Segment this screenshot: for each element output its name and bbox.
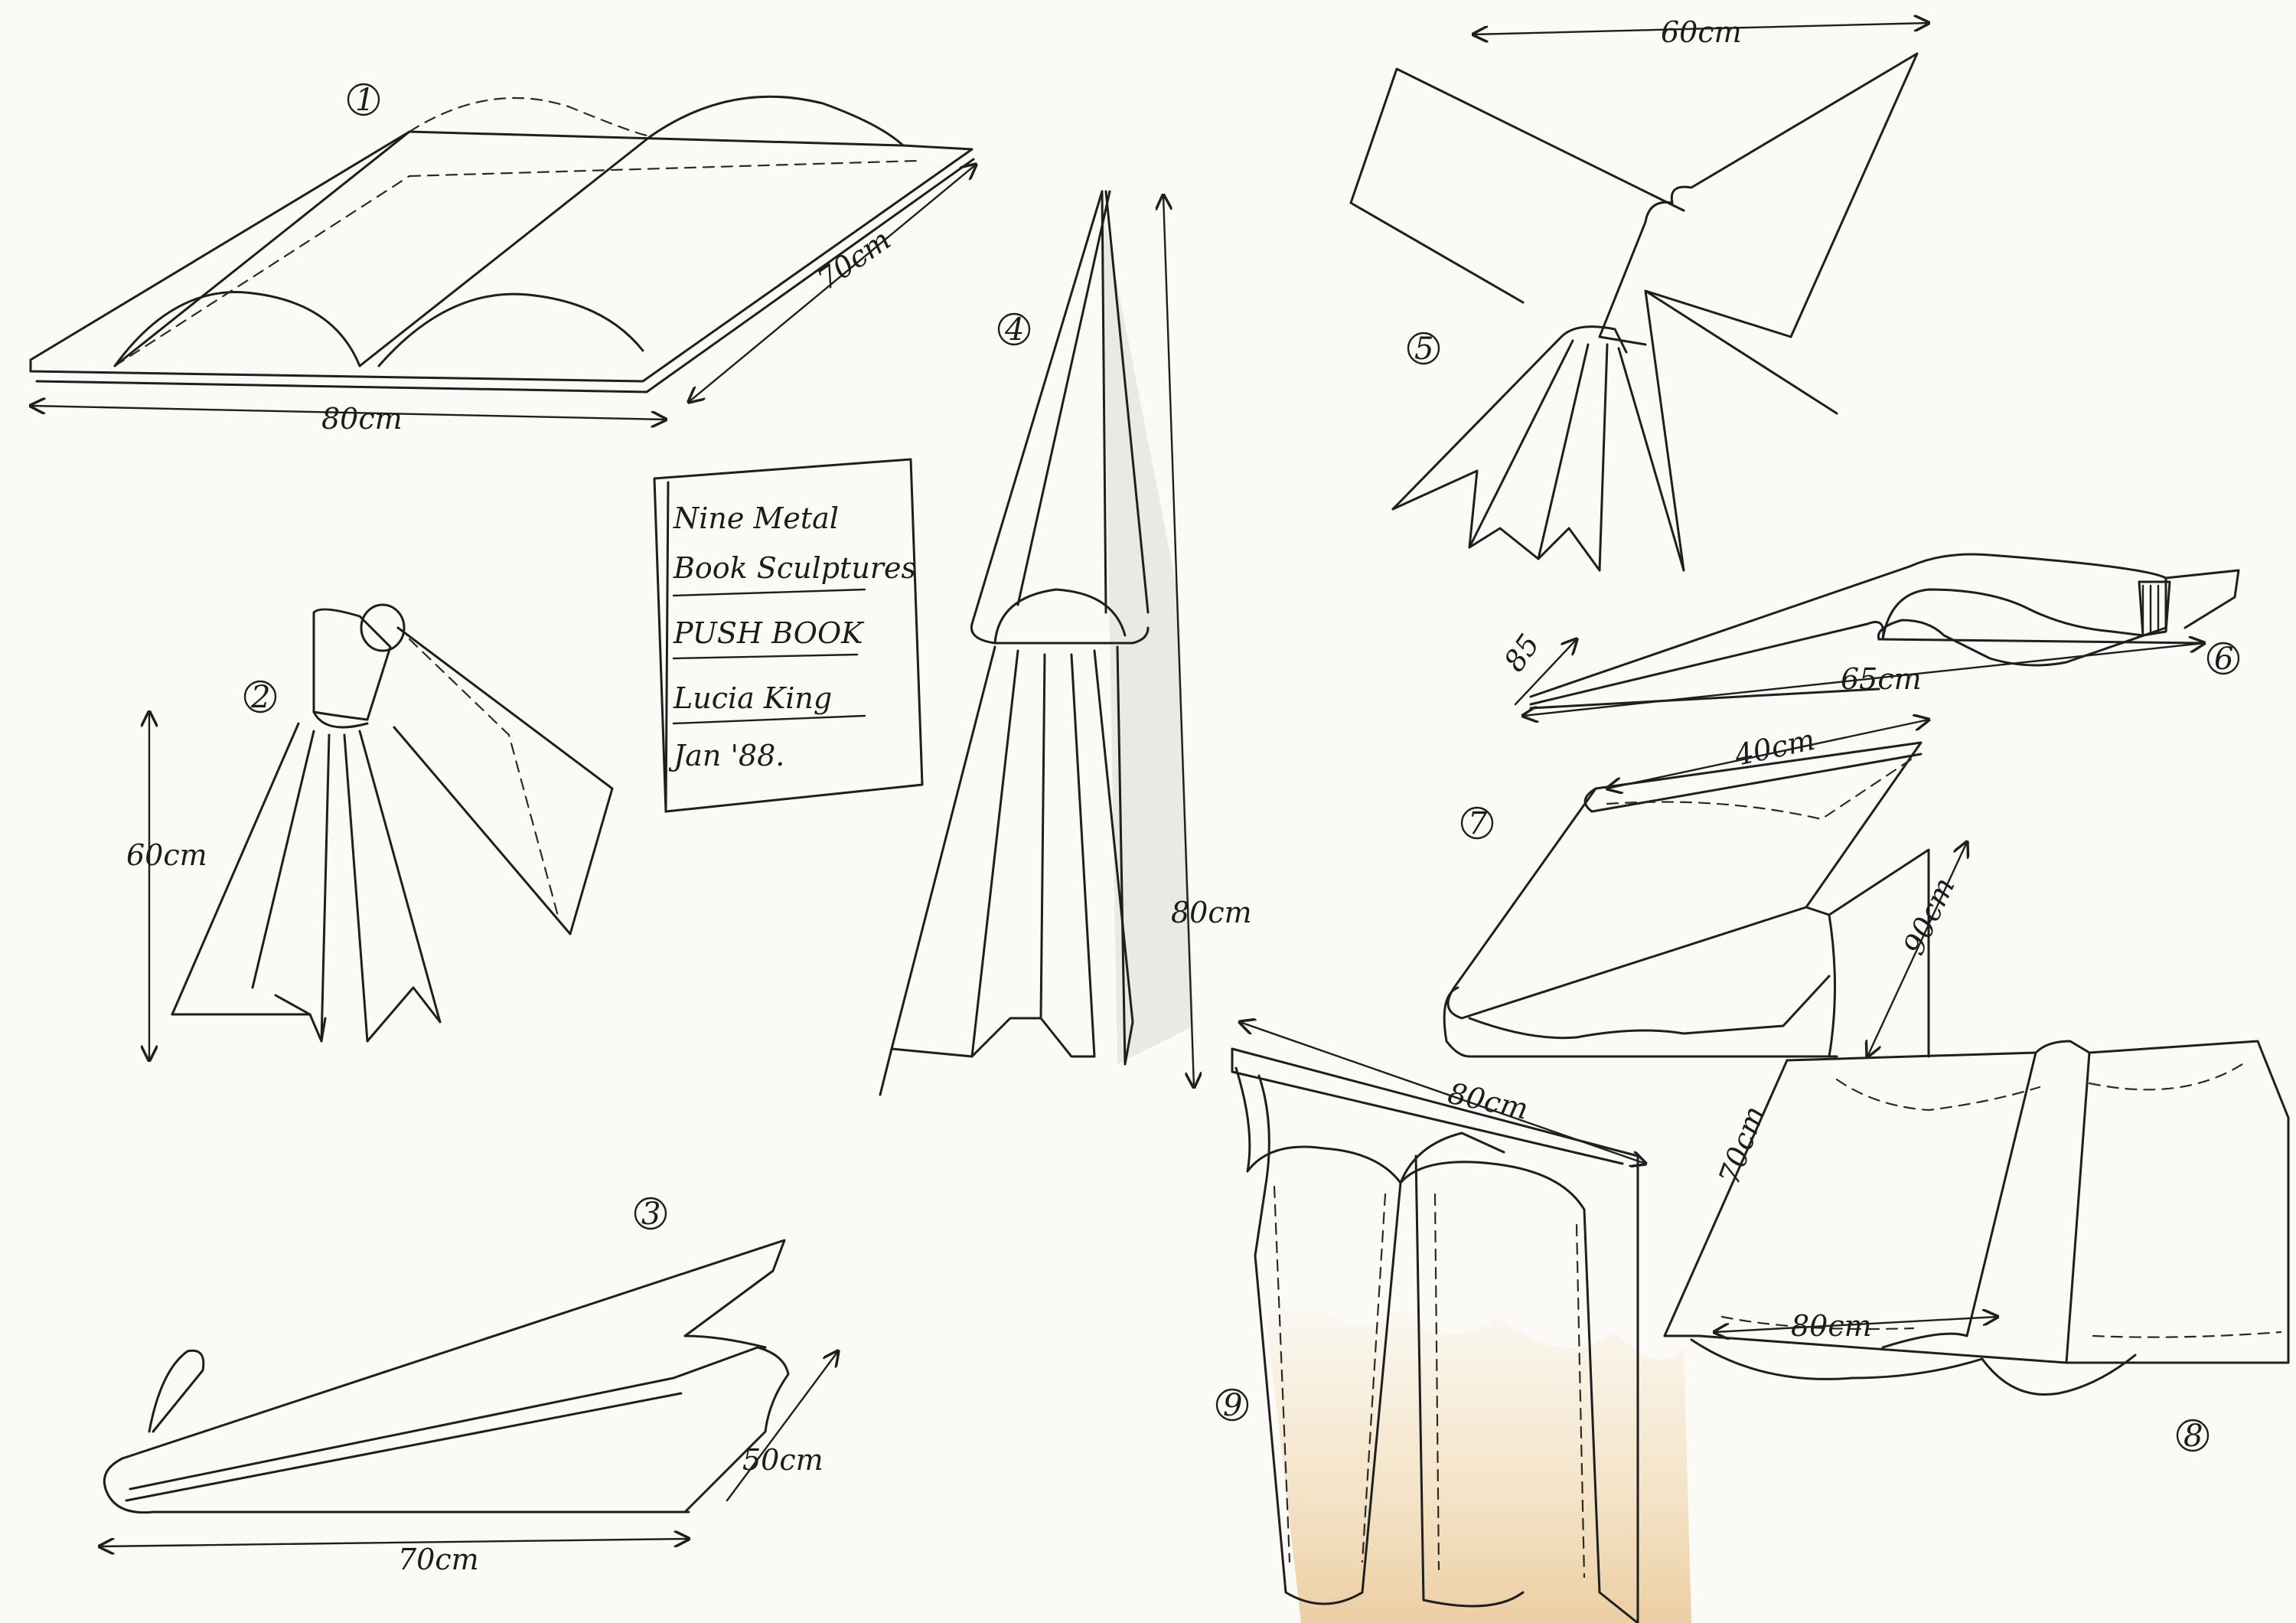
sketch-6: 6 85 65cm (1497, 553, 2240, 716)
dimension-label: 90cm (1896, 872, 1962, 959)
sketch-number: 6 (2214, 642, 2233, 677)
sketch-4: 4 80cm (879, 190, 1252, 1096)
sketch-number: 7 (1468, 806, 1488, 841)
title-card-line: Book Sculptures (673, 551, 916, 585)
sketch-number: 1 (355, 83, 374, 118)
dimension-label: 70cm (398, 1543, 479, 1576)
dimension-label: 80cm (1791, 1309, 1872, 1343)
sketch-number: 8 (2183, 1419, 2203, 1454)
dimension-label: 60cm (126, 838, 207, 872)
sketch-8: 8 70cm 80cm (1663, 1040, 2290, 1454)
sketch-number: 5 (1414, 331, 1433, 367)
dimension-label: 80cm (1171, 896, 1252, 929)
dimension-label: 80cm (1445, 1076, 1531, 1126)
sketch-5: 5 60cm (1349, 15, 1929, 572)
dimension-label: 50cm (742, 1443, 823, 1477)
sketch-number: 9 (1223, 1388, 1242, 1423)
sketch-1: 1 80cm 70cm (31, 83, 976, 436)
dimension-label: 80cm (321, 402, 403, 436)
sketch-2: 2 60cm (126, 603, 614, 1060)
title-card: Nine Metal Book Sculptures PUSH BOOK Luc… (653, 458, 924, 813)
dimension-label: 70cm (1712, 1102, 1771, 1189)
sketch-number: 2 (250, 680, 270, 715)
sketch-7: 7 40cm 90cm (1443, 720, 1967, 1056)
sketch-number: 4 (1004, 312, 1024, 348)
sketch-3: 3 70cm 50cm (99, 1197, 838, 1576)
dimension-label: 65cm (1841, 662, 1922, 696)
title-card-line: PUSH BOOK (673, 616, 865, 650)
dimension-label: 60cm (1661, 15, 1742, 49)
dimension-label: 40cm (1731, 723, 1818, 772)
title-card-line: Lucia King (673, 681, 832, 715)
title-card-line: Jan '88. (668, 739, 784, 772)
sketch-number: 3 (641, 1197, 660, 1232)
dimension-label: 85 (1497, 628, 1546, 678)
sketch-9: 9 80cm (1215, 1022, 1691, 1623)
title-card-line: Nine Metal (673, 501, 839, 535)
